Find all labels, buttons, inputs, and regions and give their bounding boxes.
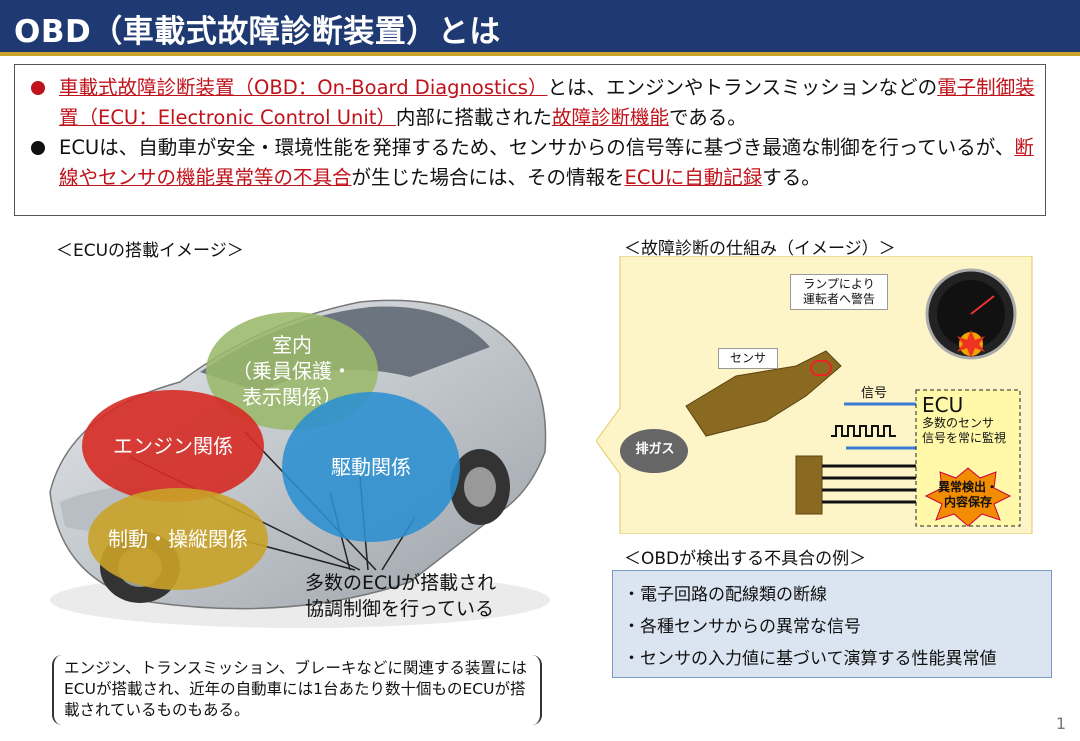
bullet1-text-d: 内部に搭載された bbox=[395, 106, 552, 129]
bullet-dot-icon bbox=[31, 141, 45, 155]
bubble-cabin-label: 室内 （乗員保護・ 表示関係） bbox=[232, 333, 352, 409]
bubble-drive: 駆動関係 bbox=[282, 392, 460, 542]
ecu-label-box: ECU 多数のセンサ 信号を常に監視 bbox=[922, 394, 1018, 446]
issues-box: ・電子回路の配線類の断線 ・各種センサからの異常な信号 ・センサの入力値に基づい… bbox=[612, 570, 1052, 678]
bullet1-text-f: である。 bbox=[668, 106, 747, 129]
sensor-label: センサ bbox=[718, 348, 778, 369]
intro-bullet-1: 車載式故障診断装置（OBD：On-Board Diagnostics）とは、エン… bbox=[31, 73, 1035, 133]
lamp-warning-label: ランプにより 運転者へ警告 bbox=[790, 274, 888, 310]
lamp-label-2: 運転者へ警告 bbox=[802, 292, 875, 306]
ecu-desc-1: 多数のセンサ bbox=[922, 416, 995, 430]
car-illustration: 室内 （乗員保護・ 表示関係） エンジン関係 駆動関係 制動・操縦関係 bbox=[30, 262, 570, 650]
bubble-brake: 制動・操縦関係 bbox=[88, 488, 268, 590]
bullet-dot-red-icon bbox=[31, 81, 45, 95]
page-title: OBD（車載式故障診断装置）とは bbox=[14, 14, 501, 50]
term-auto-record: ECUに自動記録 bbox=[624, 166, 763, 189]
ecu-title: ECU bbox=[922, 393, 964, 417]
bullet2-text-e: する。 bbox=[762, 166, 821, 189]
mechanism-title: ＜故障診断の仕組み（イメージ）＞ bbox=[624, 239, 896, 259]
page-number: 1 bbox=[1055, 714, 1066, 733]
bullet2-text-c: が生じた場合には、その情報を bbox=[351, 166, 625, 189]
ecu-desc-2: 信号を常に監視 bbox=[922, 431, 1007, 445]
bubble-engine-label: エンジン関係 bbox=[113, 434, 233, 458]
term-diagnosis: 故障診断機能 bbox=[551, 106, 669, 129]
term-malfunction: 断線やセンサの機能異常等の不具合 bbox=[59, 136, 1034, 189]
issue-item: ・各種センサからの異常な信号 bbox=[623, 617, 861, 637]
header-rule bbox=[0, 52, 1080, 56]
bubble-brake-label: 制動・操縦関係 bbox=[108, 527, 248, 551]
bubble-drive-label: 駆動関係 bbox=[331, 455, 411, 479]
lamp-label-1: ランプにより bbox=[803, 277, 875, 291]
signal-label: 信号 bbox=[860, 386, 887, 401]
issues-title: ＜OBDが検出する不具合の例＞ bbox=[624, 549, 867, 569]
exhaust-label: 排ガス bbox=[635, 442, 675, 457]
issue-item: ・センサの入力値に基づいて演算する性能異常値 bbox=[623, 649, 997, 669]
issue-item: ・電子回路の配線類の断線 bbox=[623, 585, 827, 605]
ecu-image-title: ＜ECUの搭載イメージ＞ bbox=[56, 241, 244, 261]
ecu-note-line2: 協調制御を行っている bbox=[305, 598, 495, 620]
diagram-background bbox=[596, 256, 1033, 534]
bubble-engine: エンジン関係 bbox=[82, 390, 264, 502]
bullet1-text-b: とは、エンジンやトランスミッションなどの bbox=[547, 76, 938, 99]
header-bar: OBD（車載式故障診断装置）とは bbox=[0, 0, 1080, 56]
ecu-note-line1: 多数のECUが搭載され bbox=[305, 572, 497, 594]
ecu-bracket-note: エンジン、トランスミッション、ブレーキなどに関連する装置にはECUが搭載され、近… bbox=[52, 655, 542, 725]
term-ecu: 電子制御装置（ECU：Electronic Control Unit） bbox=[59, 76, 1035, 129]
detect-save-label: 異常検出・ 内容保存 bbox=[930, 480, 1006, 510]
detect-2: 内容保存 bbox=[943, 495, 992, 509]
ecu-note: 多数のECUが搭載され 協調制御を行っている bbox=[305, 570, 496, 622]
diagnosis-diagram: ランプにより 運転者へ警告 センサ 信号 排ガス ECU 多数のセンサ 信号を常… bbox=[596, 256, 1056, 534]
detect-1: 異常検出・ bbox=[937, 480, 998, 494]
intro-bullet-2: ECUは、自動車が安全・環境性能を発揮するため、センサからの信号等に基づき最適な… bbox=[31, 133, 1035, 193]
bullet2-text-a: ECUは、自動車が安全・環境性能を発揮するため、センサからの信号等に基づき最適な… bbox=[59, 136, 1015, 159]
intro-box: 車載式故障診断装置（OBD：On-Board Diagnostics）とは、エン… bbox=[14, 64, 1046, 216]
bracket-text: エンジン、トランスミッション、ブレーキなどに関連する装置にはECUが搭載され、近… bbox=[64, 659, 527, 719]
term-obd: 車載式故障診断装置（OBD：On-Board Diagnostics） bbox=[59, 76, 548, 99]
